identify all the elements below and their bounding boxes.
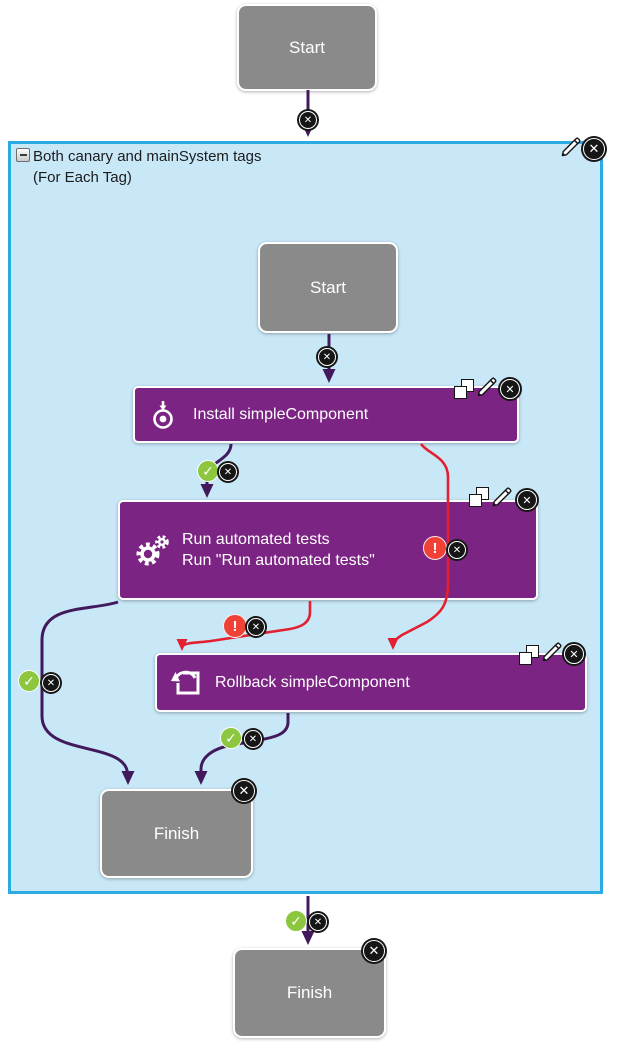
delete-connector-innerstart-install-icon[interactable]: ✕ bbox=[316, 346, 338, 368]
inner-start-node[interactable]: Start bbox=[258, 242, 398, 333]
gears-icon bbox=[134, 532, 172, 568]
outer-start-node[interactable]: Start bbox=[237, 4, 377, 91]
install-step-label: Install simpleComponent bbox=[193, 406, 369, 423]
inner-finish-label: Finish bbox=[153, 823, 200, 843]
outer-finish-label: Finish bbox=[286, 983, 333, 1002]
delete-connector-install-run-icon[interactable]: ✕ bbox=[217, 461, 239, 483]
delete-outer-finish-icon[interactable]: ✕ bbox=[361, 938, 387, 964]
delete-container-icon[interactable]: ✕ bbox=[581, 136, 607, 162]
success-badge-run-finish[interactable]: ✓ bbox=[18, 670, 40, 692]
delete-connector-run-finish-icon[interactable]: ✕ bbox=[40, 672, 62, 694]
collapse-icon[interactable] bbox=[16, 148, 30, 162]
success-badge-install-run[interactable]: ✓ bbox=[197, 460, 219, 482]
inner-start-label: Start bbox=[310, 277, 346, 297]
rollback-step-label: Rollback simpleComponent bbox=[215, 674, 410, 691]
container-title: Both canary and mainSystem tags (For Eac… bbox=[33, 146, 261, 188]
run-tests-label-line1: Run automated tests bbox=[182, 531, 330, 548]
failure-badge-install-rollback[interactable]: ! bbox=[423, 536, 447, 560]
edit-run-icon[interactable] bbox=[490, 485, 514, 509]
edit-install-icon[interactable] bbox=[475, 375, 499, 399]
container-title-line2: (For Each Tag) bbox=[33, 169, 132, 186]
rollback-icon bbox=[170, 668, 204, 698]
failure-badge-run-rollback[interactable]: ! bbox=[223, 614, 247, 638]
delete-connector-loop-finish-icon[interactable]: ✕ bbox=[307, 911, 329, 933]
success-badge-rollback-finish[interactable]: ✓ bbox=[220, 727, 242, 749]
rollback-step-node[interactable]: Rollback simpleComponent bbox=[155, 653, 587, 712]
run-tests-step-node[interactable]: Run automated tests Run "Run automated t… bbox=[118, 500, 538, 600]
delete-inner-finish-icon[interactable]: ✕ bbox=[231, 778, 257, 804]
install-icon bbox=[149, 399, 181, 431]
delete-rollback-icon[interactable]: ✕ bbox=[562, 642, 586, 666]
delete-connector-start-loop-icon[interactable]: ✕ bbox=[297, 109, 319, 131]
inner-finish-node[interactable]: Finish bbox=[100, 789, 253, 878]
run-tests-step-label: Run automated tests Run "Run automated t… bbox=[182, 529, 375, 571]
copy-install-icon[interactable] bbox=[454, 379, 474, 399]
edit-rollback-icon[interactable] bbox=[540, 640, 564, 664]
outer-finish-node[interactable]: Finish bbox=[233, 948, 386, 1038]
delete-install-icon[interactable]: ✕ bbox=[498, 377, 522, 401]
edit-container-icon[interactable] bbox=[559, 135, 583, 159]
container-title-line1: Both canary and mainSystem tags bbox=[33, 148, 262, 165]
copy-run-icon[interactable] bbox=[469, 487, 489, 507]
delete-connector-rollback-finish-icon[interactable]: ✕ bbox=[242, 728, 264, 750]
delete-run-icon[interactable]: ✕ bbox=[515, 488, 539, 512]
delete-connector-run-rollback-icon[interactable]: ✕ bbox=[245, 616, 267, 638]
copy-rollback-icon[interactable] bbox=[519, 645, 539, 665]
delete-connector-install-rollback-icon[interactable]: ✕ bbox=[446, 539, 468, 561]
success-badge-loop-finish[interactable]: ✓ bbox=[285, 910, 307, 932]
run-tests-label-line2: Run "Run automated tests" bbox=[182, 552, 375, 569]
outer-start-label: Start bbox=[289, 37, 325, 57]
